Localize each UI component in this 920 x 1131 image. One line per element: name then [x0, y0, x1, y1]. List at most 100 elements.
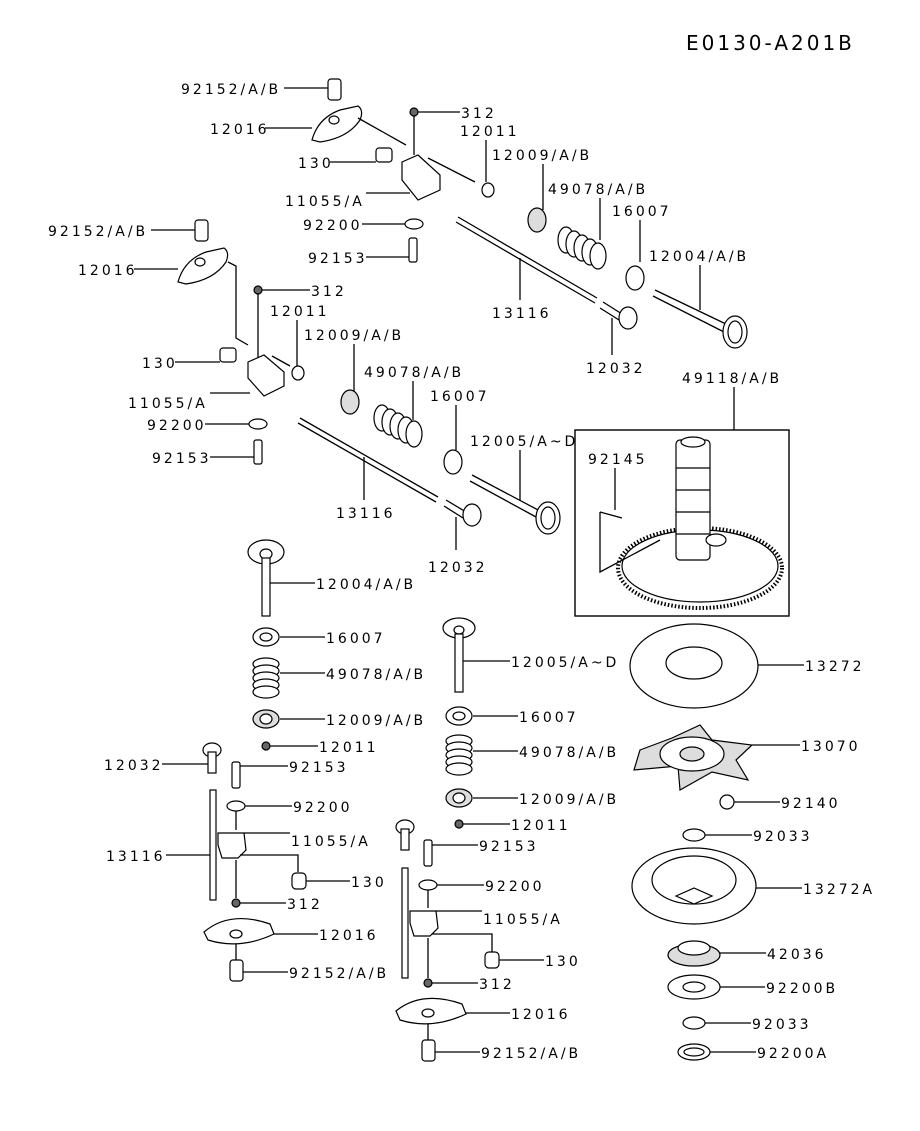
part-label: 16007	[519, 710, 579, 726]
nut-part	[409, 107, 419, 117]
valve-cotter-part	[261, 741, 271, 751]
part-label: 92152/A/B	[181, 82, 281, 98]
part-label: 12032	[586, 361, 646, 377]
lower-middle-stack: 12005/A~D 16007 49078/A/B 12009/A/B 1201…	[395, 617, 619, 1062]
bracket-part	[401, 154, 441, 201]
washer-part	[226, 800, 246, 812]
intake-valve-part	[442, 617, 476, 693]
part-label: 12011	[270, 304, 330, 320]
push-rod-part	[297, 417, 439, 503]
part-label: 12032	[428, 560, 488, 576]
part-label: 12005/A~D	[511, 655, 619, 671]
part-label: 12009/A/B	[492, 148, 592, 164]
bolt-part	[219, 347, 237, 363]
part-label: 13116	[106, 849, 166, 865]
rocker-pivot-part	[194, 219, 209, 242]
adjusting-bolt-part	[423, 839, 433, 867]
spring-pin-part	[599, 511, 623, 519]
part-label: 92152/A/B	[48, 224, 148, 240]
exhaust-valve-part	[652, 289, 748, 349]
part-label: 12009/A/B	[304, 328, 404, 344]
bolt-part	[375, 147, 393, 163]
diagram-title: E0130-A201B	[686, 31, 855, 55]
tappet-part	[599, 301, 638, 330]
part-label: 12032	[104, 758, 164, 774]
part-label: 11055/A	[285, 194, 365, 210]
circlip-part	[682, 828, 706, 842]
governor-weight-holder-part	[633, 724, 754, 791]
part-label: 11055/A	[483, 912, 563, 928]
part-label: 92033	[752, 1017, 812, 1033]
valve-seat-washer-part	[625, 265, 645, 291]
part-label: 49078/A/B	[326, 667, 426, 683]
bolt-part	[484, 951, 500, 969]
adjusting-bolt-part	[408, 237, 418, 263]
part-label: 49078/A/B	[519, 745, 619, 761]
part-label: 12005/A~D	[470, 434, 578, 450]
bracket-part	[409, 910, 439, 937]
part-label: 11055/A	[291, 834, 371, 850]
part-label: 13116	[336, 506, 396, 522]
part-label: 130	[351, 875, 387, 891]
rocker-pivot-part	[421, 1039, 436, 1062]
push-rod-part	[401, 867, 409, 979]
part-label: 49078/A/B	[548, 182, 648, 198]
part-label: 130	[545, 954, 581, 970]
part-label: 16007	[430, 389, 490, 405]
part-label: 92140	[781, 796, 841, 812]
exhaust-valve-part	[247, 539, 285, 617]
part-label: 92152/A/B	[481, 1046, 581, 1062]
part-label: 42036	[767, 947, 827, 963]
part-label: 12016	[511, 1007, 571, 1023]
part-label: 13116	[492, 306, 552, 322]
part-label: 92145	[588, 452, 648, 468]
part-label: 92200	[485, 879, 545, 895]
upper-rocker-assembly-1: 92152/A/B 12016 312 12011 130 11055/A 12…	[181, 78, 748, 377]
tappet-part	[202, 742, 222, 774]
part-label: 13272A	[803, 882, 875, 898]
part-label: 16007	[612, 204, 672, 220]
part-label: 92200B	[766, 981, 838, 997]
adjusting-bolt-part	[253, 439, 263, 465]
upper-rocker-assembly-2: 92152/A/B 12016 312 12011 12009/A/B 130 …	[48, 219, 578, 576]
part-label: 12004/A/B	[316, 577, 416, 593]
part-label: 92200	[303, 218, 363, 234]
part-label: 92152/A/B	[289, 966, 389, 982]
circlip-part	[682, 1016, 706, 1030]
valve-spring-part	[373, 404, 423, 448]
lower-left-stack: 12004/A/B 16007 49078/A/B 12009/A/B 1201…	[104, 539, 426, 982]
bracket-part	[247, 354, 285, 397]
part-label: 12011	[511, 818, 571, 834]
washer-part	[404, 218, 424, 230]
nut-part	[423, 978, 433, 988]
part-label: 12011	[460, 124, 520, 140]
valve-seat-washer-part	[443, 449, 463, 475]
part-label: 92200A	[757, 1046, 829, 1062]
part-label: 12009/A/B	[519, 792, 619, 808]
rocker-arm-part	[311, 105, 363, 143]
part-label: 312	[287, 897, 323, 913]
part-label: 12009/A/B	[326, 713, 426, 729]
washer-part	[418, 879, 438, 891]
spring-retainer-part	[527, 207, 547, 233]
part-label: 92153	[308, 251, 368, 267]
part-label: 130	[142, 356, 178, 372]
push-rod-part	[455, 216, 598, 304]
part-label: 312	[479, 977, 515, 993]
rocker-pivot-part	[229, 959, 244, 982]
part-label: 92200	[293, 800, 353, 816]
part-label: 92153	[152, 451, 212, 467]
part-label: 13272	[805, 659, 865, 675]
intake-valve-part	[469, 474, 561, 535]
part-label: 312	[311, 284, 347, 300]
adjusting-bolt-part	[231, 761, 241, 789]
part-label: 11055/A	[128, 396, 208, 412]
tappet-part	[395, 819, 415, 851]
part-label: 12011	[319, 740, 379, 756]
part-label: 130	[298, 156, 334, 172]
bracket-part	[217, 832, 247, 859]
part-label: 12016	[78, 263, 138, 279]
camshaft-gear-part	[616, 436, 784, 610]
nut-part	[253, 285, 263, 295]
